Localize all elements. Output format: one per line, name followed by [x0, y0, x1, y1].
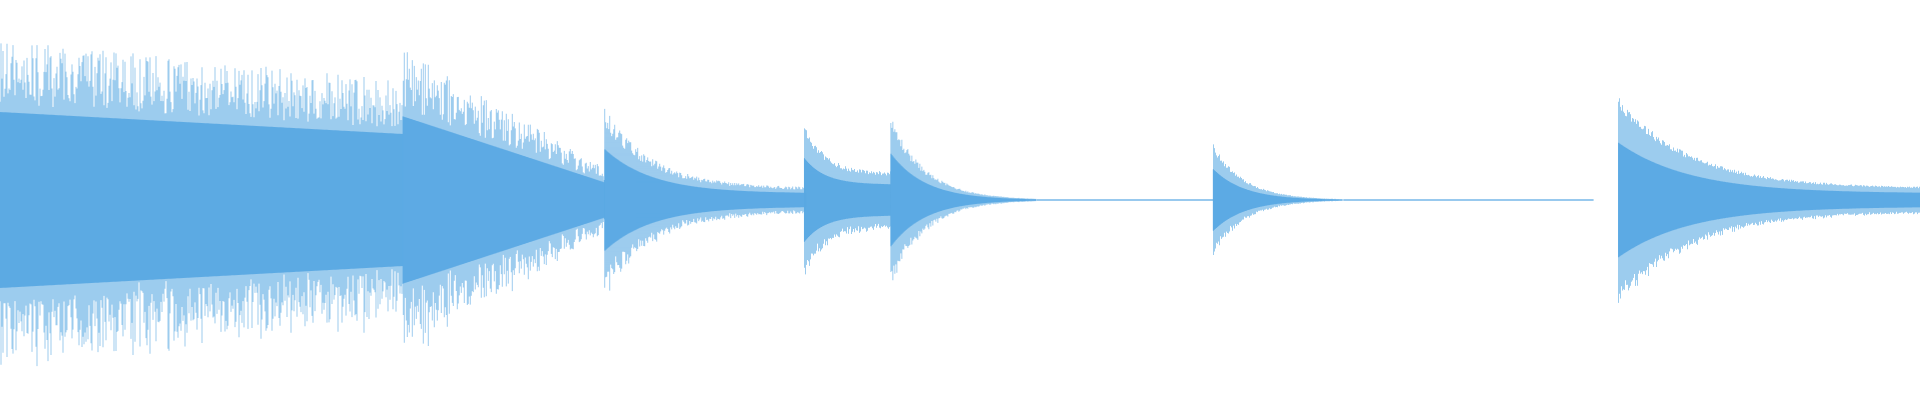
waveform-segment-0 [0, 43, 404, 367]
waveform-segment-6 [1618, 98, 1920, 303]
waveform-segment-1 [402, 52, 605, 346]
waveform-segment-5 [1212, 144, 1344, 255]
waveform-segment-2 [604, 108, 807, 291]
waveform-segment-4 [890, 121, 1037, 281]
waveform-segment-3 [803, 128, 892, 275]
